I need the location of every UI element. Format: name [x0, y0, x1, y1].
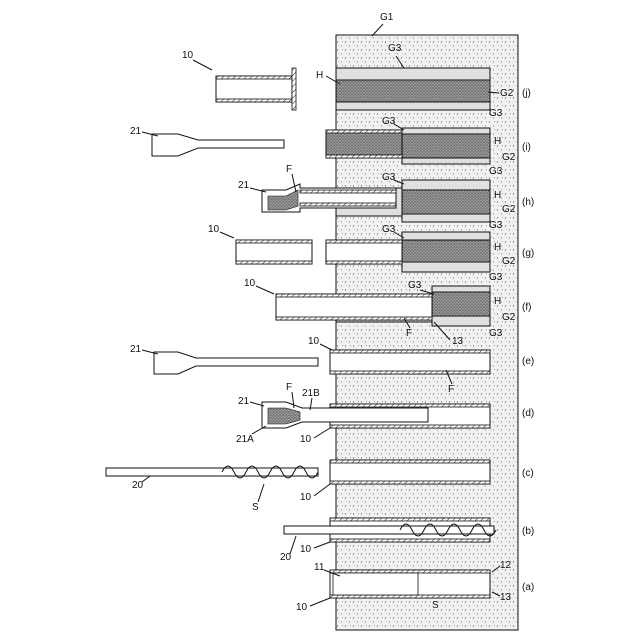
auger-rod-c [106, 468, 318, 476]
label-d-hopper: 21 [238, 396, 250, 407]
label-a-inner: 11 [314, 562, 325, 573]
ground-label: G1 [380, 12, 394, 23]
step-a: (a) [522, 582, 534, 593]
label-j-g2: G2 [500, 88, 514, 99]
label-d-casing: 10 [300, 434, 312, 445]
label-a-13: 13 [500, 592, 512, 603]
label-f-h: H [494, 296, 501, 307]
label-c-casing: 10 [300, 492, 312, 503]
hopper-i [152, 134, 284, 156]
label-g-h: H [494, 242, 501, 253]
step-j: (j) [522, 88, 531, 99]
label-j-casing: 10 [182, 50, 194, 61]
casing-g [236, 240, 312, 264]
hole-g-h [402, 240, 490, 262]
casing-c [330, 460, 490, 484]
label-i-g3-top: G3 [382, 116, 396, 127]
label-a-12: 12 [500, 560, 512, 571]
hole-f-h [432, 292, 490, 316]
step-b: (b) [522, 526, 534, 537]
label-d-fill: F [286, 382, 292, 393]
label-h-h: H [494, 190, 501, 201]
step-g: (g) [522, 248, 534, 259]
step-h: (h) [522, 197, 534, 208]
label-c-soil: S [252, 502, 259, 513]
hole-j-h [336, 80, 490, 102]
label-i-g3: G3 [489, 166, 503, 177]
label-f-casing: 10 [244, 278, 256, 289]
label-h-g3-top: G3 [382, 172, 396, 183]
label-h-fill: F [286, 164, 292, 175]
label-j-h: H [316, 70, 323, 81]
label-f-g3-top: G3 [408, 280, 422, 291]
label-i-hopper: 21 [130, 126, 142, 137]
step-i: (i) [522, 142, 531, 153]
label-g-g2: G2 [502, 256, 516, 267]
inner-casing-a [333, 573, 418, 595]
label-e-casing: 10 [308, 336, 320, 347]
label-e-fill: F [448, 384, 454, 395]
label-a-soil: S [432, 600, 439, 611]
step-f: (f) [522, 302, 531, 313]
label-f-13: 13 [452, 336, 464, 347]
hopper-e [154, 352, 318, 374]
step-e: (e) [522, 356, 534, 367]
label-e-hopper: 21 [130, 344, 142, 355]
hole-i-h [402, 134, 490, 158]
step-c: (c) [522, 468, 534, 479]
label-j-g3: G3 [489, 108, 503, 119]
casing-j [216, 76, 292, 102]
hole-h-h [402, 190, 490, 214]
casing-i [326, 130, 402, 158]
label-h-g2: G2 [502, 204, 516, 215]
label-i-g2: G2 [502, 152, 516, 163]
casing-g-lower [326, 240, 402, 264]
label-j-g3-top: G3 [388, 43, 402, 54]
casing-e [330, 350, 490, 374]
label-f-fill: F [406, 328, 412, 339]
label-f-g2: G2 [502, 312, 516, 323]
label-b-casing: 10 [300, 544, 312, 555]
label-d-21b: 21B [302, 388, 320, 399]
label-g-g3-top: G3 [382, 224, 396, 235]
label-g-g3: G3 [489, 272, 503, 283]
label-g-casing: 10 [208, 224, 220, 235]
step-d: (d) [522, 408, 534, 419]
label-h-g3: G3 [489, 220, 503, 231]
casing-f [276, 294, 432, 320]
label-a-casing: 10 [296, 602, 308, 613]
label-f-g3: G3 [489, 328, 503, 339]
label-d-21a: 21A [236, 434, 254, 445]
auger-rod-b [284, 526, 494, 534]
label-i-h: H [494, 136, 501, 147]
label-h-hopper: 21 [238, 180, 250, 191]
